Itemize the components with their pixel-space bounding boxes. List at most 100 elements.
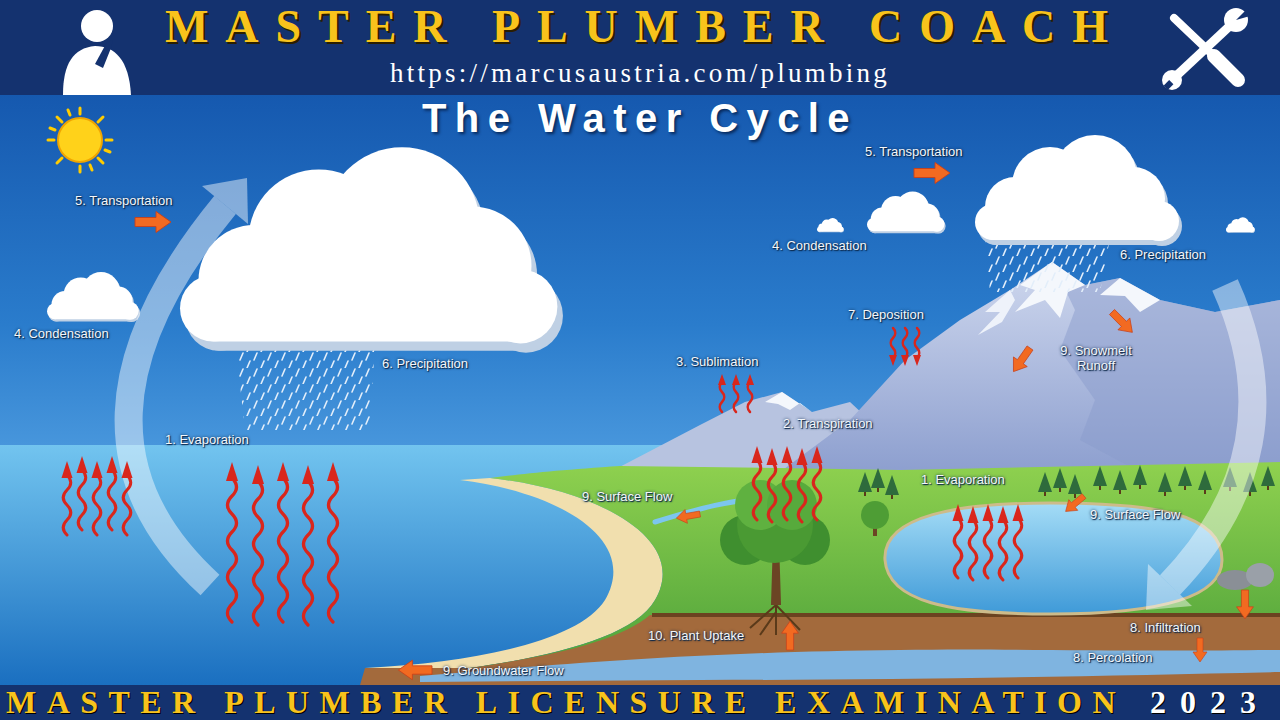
wavy-arrow [327, 462, 339, 622]
pine-tree [1261, 466, 1275, 490]
pine-tree [1093, 466, 1107, 490]
wrench-head [1162, 70, 1182, 90]
wavy-arrow [953, 504, 964, 578]
cycle-arrow-shaft [1170, 285, 1252, 585]
wavy-arrow [92, 461, 103, 535]
lake [885, 503, 1222, 614]
stage-label: 8. Percolation [1073, 650, 1153, 665]
wavy-arrow [913, 328, 921, 366]
flow-arrow [782, 621, 799, 650]
stage-label: 2. Transpiration [783, 416, 873, 431]
snow-cap [1100, 278, 1160, 312]
wavy-arrow [77, 456, 88, 530]
person-head [81, 10, 113, 42]
snow-cap [765, 392, 812, 412]
rain-cloud [975, 135, 1182, 246]
stage-label: 1. Evaporation [165, 432, 249, 447]
snow-patch [978, 290, 1015, 335]
rain-cloud [180, 147, 563, 352]
soil-layer [360, 615, 1280, 685]
pine-tree [1158, 472, 1172, 496]
wavy-arrow [732, 374, 740, 412]
pine-tree [1198, 470, 1212, 494]
evaporation-arrows [62, 456, 1024, 625]
rain [235, 340, 375, 430]
stage-label: 6. Precipitation [1120, 247, 1206, 262]
flow-arrows [135, 163, 1253, 680]
wavy-arrow [968, 506, 979, 580]
coach-icon [55, 2, 145, 95]
wavy-arrow [797, 448, 808, 522]
flow-arrow [1237, 590, 1254, 619]
topsoil-line [652, 613, 1280, 617]
cloud [1226, 217, 1255, 233]
flow-arrow [398, 660, 432, 680]
pine-tree [1068, 474, 1082, 498]
stage-label: 3. Sublimation [676, 354, 758, 369]
stage-label: 10. Plant Uptake [648, 628, 744, 643]
sun [48, 108, 112, 172]
wavy-arrow [277, 462, 289, 622]
cloud [867, 191, 946, 233]
tools-icon [1158, 6, 1250, 90]
wavy-arrow [107, 456, 118, 530]
flow-arrow [914, 163, 950, 184]
cycle-arrow-head [1146, 564, 1192, 610]
header-title: MASTER PLUMBER COACH [165, 2, 1125, 52]
stage-label: 5. Transportation [865, 144, 963, 159]
website-url: https://marcusaustria.com/plumbing [390, 57, 890, 89]
pine-tree [885, 475, 899, 499]
wavy-arrow [62, 461, 73, 535]
cycle-arrow-shaft [129, 205, 225, 585]
wavy-arrow [998, 506, 1009, 580]
mountain-range [780, 262, 1280, 472]
flow-arrow [675, 507, 701, 525]
wavy-arrow [901, 328, 909, 366]
stage-label: 5. Transportation [75, 193, 173, 208]
diagram-title: The Water Cycle [422, 96, 858, 140]
wavy-arrow [983, 504, 994, 578]
wavy-arrow [812, 446, 823, 520]
wavy-arrow [226, 462, 238, 622]
wavy-arrow [252, 465, 264, 625]
tree-crown [861, 501, 889, 529]
stage-label: 9. Surface Flow [582, 489, 672, 504]
sun-disc [58, 118, 102, 162]
pine-tree [1113, 470, 1127, 494]
forest [858, 465, 1275, 499]
wavy-arrow [746, 374, 754, 412]
flow-arrow [135, 212, 171, 233]
wavy-arrow [782, 446, 793, 520]
wavy-arrow [718, 374, 726, 412]
stage-label: 9. Groundwater Flow [443, 663, 564, 678]
small-tree [861, 501, 889, 536]
exam-year: 2023 [1150, 685, 1270, 720]
wavy-arrow [767, 448, 778, 522]
flow-arrow [1061, 491, 1088, 517]
cloud [817, 218, 844, 232]
stage-label: 7. Deposition [848, 307, 924, 322]
sun-rays [48, 108, 112, 172]
rain [985, 238, 1110, 292]
pine-tree [1178, 466, 1192, 490]
wavy-arrow [122, 461, 133, 535]
cycle-arrow-head [202, 178, 248, 224]
transpiration-arrows [752, 446, 823, 522]
flow-arrow [1007, 343, 1037, 376]
stage-label: 4. Condensation [14, 326, 109, 341]
pine-tree [858, 472, 872, 496]
rock [1246, 563, 1274, 587]
wavy-arrow [889, 328, 897, 366]
stage-label: 1. Evaporation [921, 472, 1005, 487]
stage-label: 9. Snowmelt Runoff [1040, 343, 1152, 373]
wavy-arrow [302, 465, 314, 625]
cycle-arrow [129, 178, 248, 585]
pine-tree [871, 468, 885, 492]
flow-arrow [1193, 638, 1207, 662]
stage-label: 6. Precipitation [382, 356, 468, 371]
cloud [47, 272, 140, 322]
pine-tree [1133, 465, 1147, 489]
stage-label: 8. Infiltration [1130, 620, 1201, 635]
flow-arrow [1106, 306, 1138, 338]
